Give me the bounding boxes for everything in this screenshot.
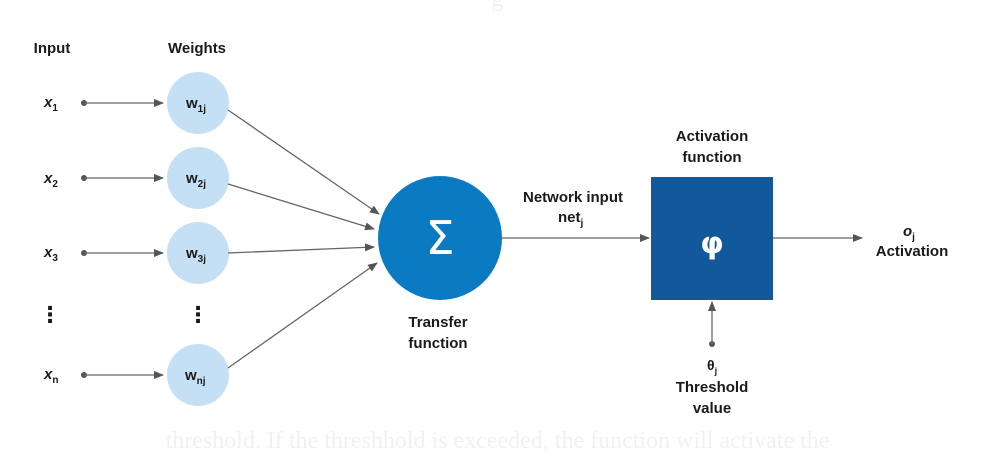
network-input-label: Network input [523, 189, 623, 206]
weight-label-2: w2j [185, 170, 206, 190]
weight-arrow-1 [227, 109, 380, 215]
transfer-function-label-2: function [408, 335, 467, 352]
activation-function-label-2: function [682, 149, 741, 166]
weight-node-3 [167, 222, 229, 284]
weight-label-n: wnj [184, 367, 206, 387]
weight-arrow-3 [227, 243, 375, 254]
weight-label-1: w1j [185, 95, 206, 115]
input-ellipsis: ⋮ [39, 302, 61, 327]
phi-symbol: φ [700, 226, 723, 261]
input-label-1: x1 [43, 94, 58, 114]
sum-node [378, 176, 502, 300]
weight-node-2 [167, 147, 229, 209]
activation-function-label-1: Activation [676, 128, 749, 145]
weight-arrow-2 [227, 183, 375, 231]
activation-output-label: Activation [876, 243, 949, 260]
input-label-3: x3 [43, 244, 58, 264]
input-label-n: xn [43, 366, 58, 386]
net-j-label: netj [558, 209, 584, 229]
threshold-label-1: Threshold [676, 379, 749, 396]
background-text-top: g [0, 0, 995, 13]
weight-node-1 [167, 72, 229, 134]
input-header: Input [34, 40, 71, 57]
theta-symbol: θj [707, 357, 717, 376]
input-weight-arrows [81, 99, 164, 379]
sigma-symbol: Σ [425, 211, 454, 265]
weights-header: Weights [168, 40, 226, 57]
weight-arrow-n [227, 262, 378, 369]
weight-sum-arrows [227, 109, 380, 369]
threshold-label-2: value [693, 400, 731, 417]
weights-ellipsis: ⋮ [187, 302, 209, 327]
activation-box [651, 177, 773, 300]
weight-node-n [167, 344, 229, 406]
weight-label-3: w3j [185, 245, 206, 265]
background-text-bottom: threshold. If the threshhold is exceeded… [165, 428, 830, 454]
input-label-2: x2 [43, 170, 58, 190]
transfer-function-label-1: Transfer [408, 314, 467, 331]
output-symbol: oj [903, 223, 915, 243]
